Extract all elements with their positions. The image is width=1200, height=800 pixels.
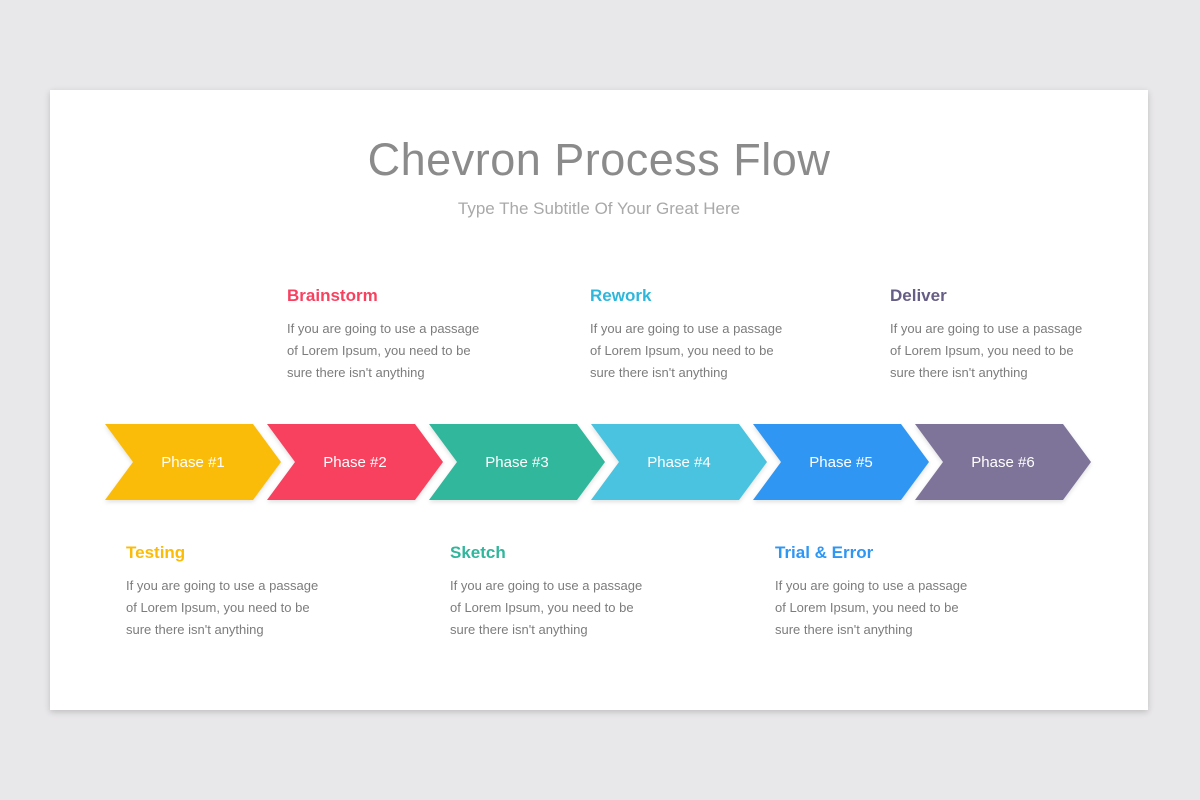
callout-sketch-title: Sketch bbox=[450, 543, 506, 562]
description-line: If you are going to use a passage bbox=[775, 578, 968, 593]
callout-deliver: Deliver If you are going to use a passag… bbox=[890, 286, 1130, 384]
description-line: If you are going to use a passage bbox=[450, 578, 643, 593]
callout-testing: Testing If you are going to use a passag… bbox=[126, 543, 366, 641]
phase-label: Phase #3 bbox=[485, 453, 549, 471]
description-line: of Lorem Ipsum, you need to be bbox=[890, 343, 1074, 358]
callout-rework: Rework If you are going to use a passage… bbox=[590, 286, 830, 384]
callout-deliver-description: If you are going to use a passage of Lor… bbox=[890, 318, 1130, 384]
description-line: If you are going to use a passage bbox=[890, 321, 1083, 336]
description-line: If you are going to use a passage bbox=[287, 321, 480, 336]
description-line: If you are going to use a passage bbox=[590, 321, 783, 336]
callout-brainstorm-description: If you are going to use a passage of Lor… bbox=[287, 318, 527, 384]
callout-rework-title: Rework bbox=[590, 286, 652, 305]
callout-rework-description: If you are going to use a passage of Lor… bbox=[590, 318, 830, 384]
description-line: of Lorem Ipsum, you need to be bbox=[287, 343, 471, 358]
chevron-phase-4: Phase #4 bbox=[591, 424, 767, 500]
callout-sketch: Sketch If you are going to use a passage… bbox=[450, 543, 690, 641]
chevron-phase-2: Phase #2 bbox=[267, 424, 443, 500]
phase-label: Phase #1 bbox=[161, 453, 225, 471]
phase-label: Phase #5 bbox=[809, 453, 873, 471]
chevron-phase-1: Phase #1 bbox=[105, 424, 281, 500]
slide-title: Chevron Process Flow bbox=[367, 134, 831, 185]
description-line: sure there isn't anything bbox=[450, 622, 588, 637]
callout-deliver-title: Deliver bbox=[890, 286, 947, 305]
callout-trial-and-error: Trial & Error If you are going to use a … bbox=[775, 543, 1015, 641]
description-line: of Lorem Ipsum, you need to be bbox=[775, 600, 959, 615]
callout-trial-and-error-title: Trial & Error bbox=[775, 543, 874, 562]
chevron-arrow-shape bbox=[267, 424, 443, 500]
chevron-phase-3: Phase #3 bbox=[429, 424, 605, 500]
chevron-arrow-shape bbox=[429, 424, 605, 500]
description-line: of Lorem Ipsum, you need to be bbox=[126, 600, 310, 615]
callout-testing-title: Testing bbox=[126, 543, 186, 562]
callout-trial-and-error-description: If you are going to use a passage of Lor… bbox=[775, 575, 1015, 641]
chevron-arrow-shape bbox=[105, 424, 281, 500]
callout-sketch-description: If you are going to use a passage of Lor… bbox=[450, 575, 690, 641]
chevron-arrow-shape bbox=[753, 424, 929, 500]
description-line: sure there isn't anything bbox=[126, 622, 264, 637]
description-line: of Lorem Ipsum, you need to be bbox=[450, 600, 634, 615]
description-line: sure there isn't anything bbox=[590, 365, 728, 380]
callout-brainstorm: Brainstorm If you are going to use a pas… bbox=[287, 286, 527, 384]
chevron-arrow-shape bbox=[591, 424, 767, 500]
description-line: sure there isn't anything bbox=[287, 365, 425, 380]
chevron-phase-5: Phase #5 bbox=[753, 424, 929, 500]
phase-label: Phase #2 bbox=[323, 453, 387, 471]
chevron-phase-6: Phase #6 bbox=[915, 424, 1091, 500]
callout-testing-description: If you are going to use a passage of Lor… bbox=[126, 575, 366, 641]
description-line: sure there isn't anything bbox=[775, 622, 913, 637]
description-line: sure there isn't anything bbox=[890, 365, 1028, 380]
description-line: If you are going to use a passage bbox=[126, 578, 319, 593]
chevron-arrow-shape bbox=[915, 424, 1091, 500]
description-line: of Lorem Ipsum, you need to be bbox=[590, 343, 774, 358]
callout-brainstorm-title: Brainstorm bbox=[287, 286, 378, 305]
phase-label: Phase #6 bbox=[971, 453, 1035, 471]
phase-label: Phase #4 bbox=[647, 453, 711, 471]
slide-card: Chevron Process Flow Type The Subtitle O… bbox=[50, 90, 1148, 710]
slide-subtitle: Type The Subtitle Of Your Great Here bbox=[457, 199, 741, 218]
